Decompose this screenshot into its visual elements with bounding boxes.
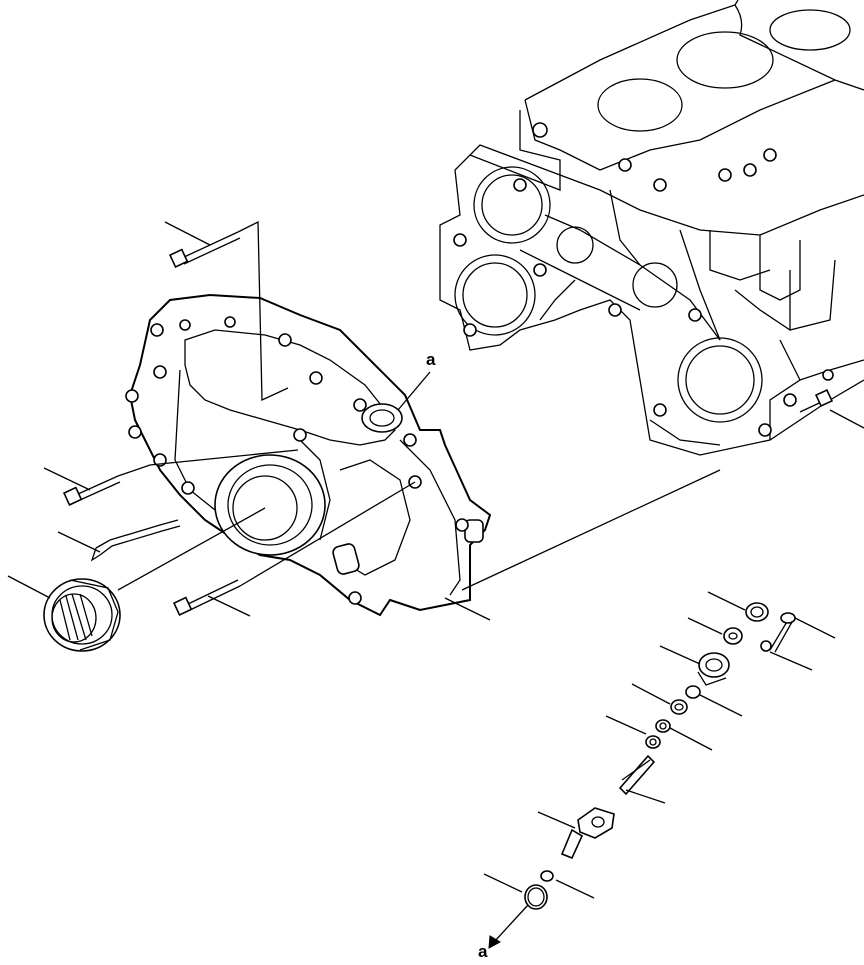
- engine-block: [439, 0, 864, 456]
- callout-a-top: a: [426, 350, 436, 369]
- callout-a-bottom: a: [478, 942, 488, 961]
- front-oil-seal: [43, 578, 121, 652]
- leader-lines: [7, 220, 864, 949]
- bracket-rod: [90, 519, 181, 562]
- cover-bolt-bottom: [172, 579, 241, 616]
- cover-bolt-holes: [125, 316, 469, 605]
- tach-drive-parts: [524, 602, 796, 910]
- cover-bolt-left: [62, 475, 121, 506]
- block-bolts: [453, 122, 834, 437]
- cover-bolt-top: [168, 231, 241, 268]
- front-cover: [125, 293, 492, 617]
